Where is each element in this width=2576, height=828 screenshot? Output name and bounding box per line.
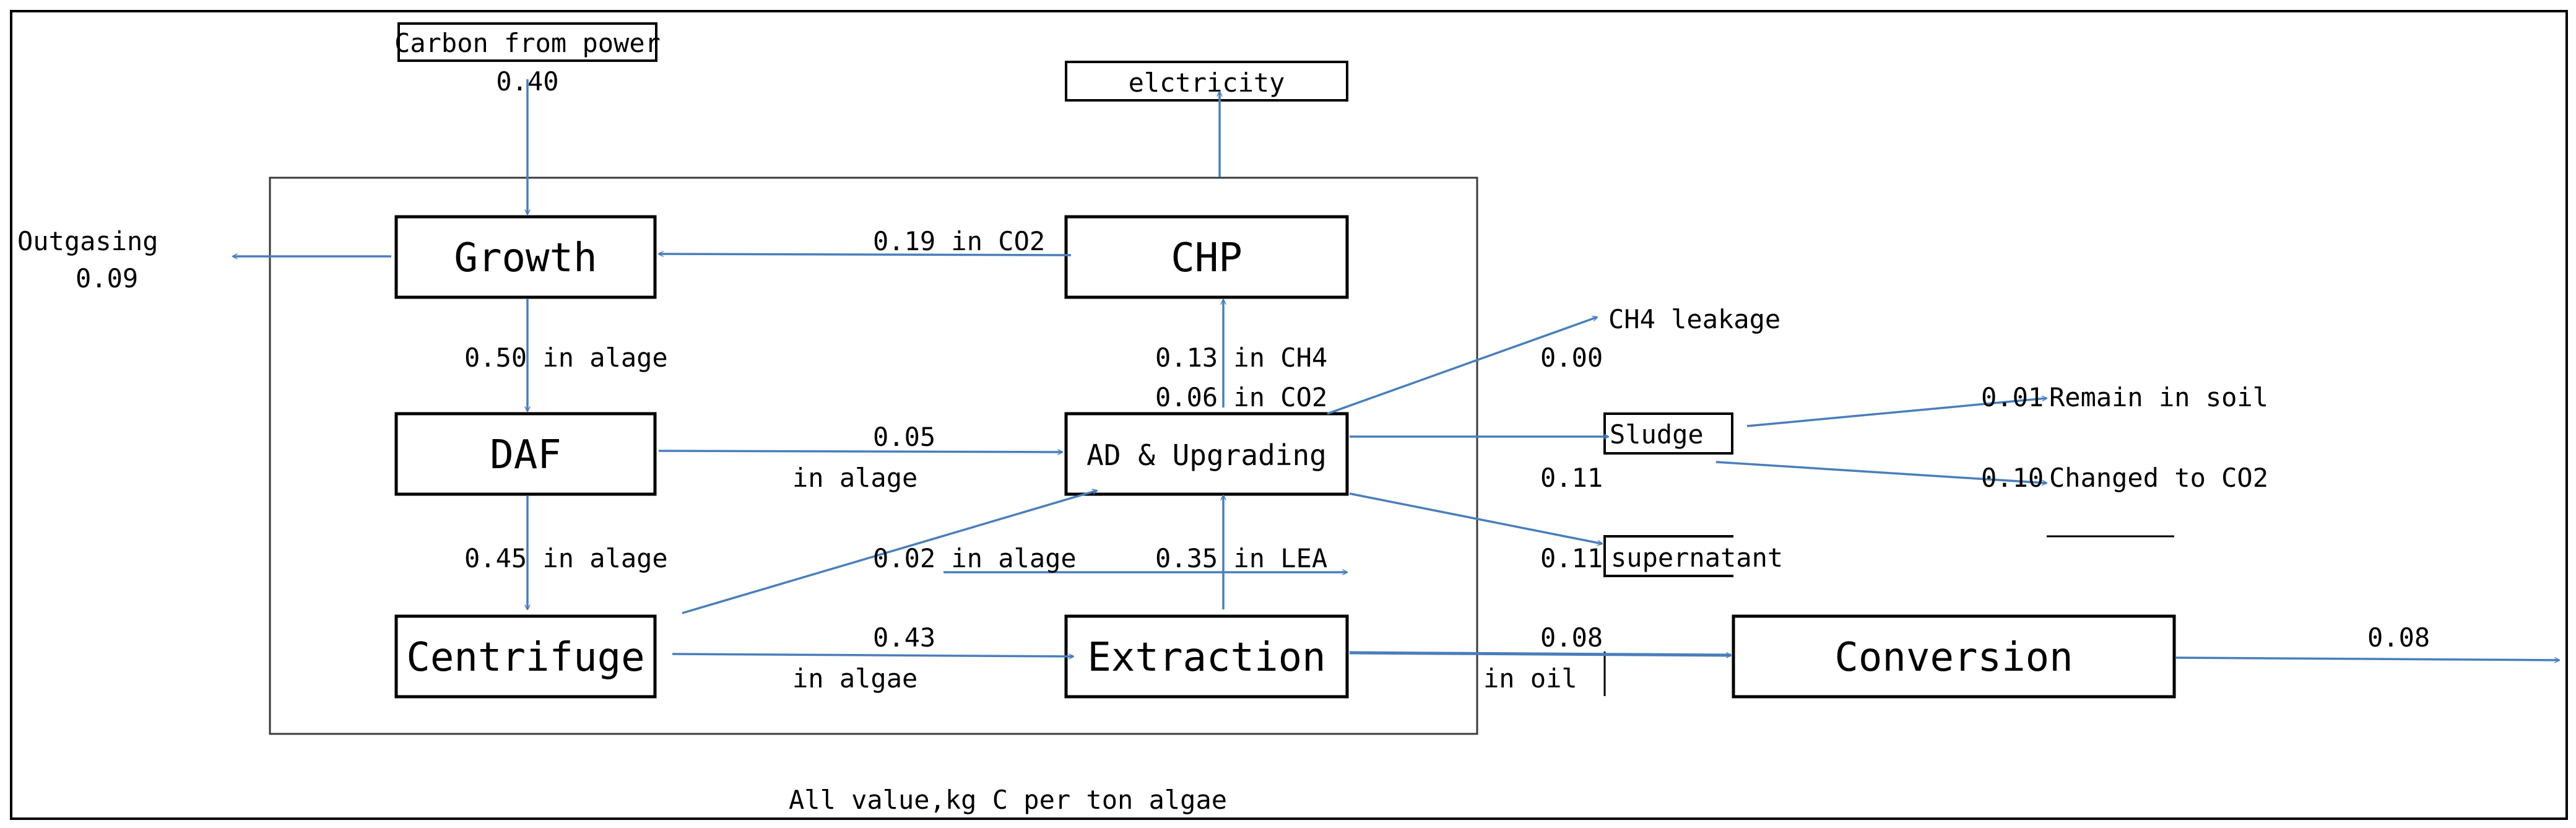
outgasing-value-label: 0.09 [76, 263, 138, 294]
daf-box: DAF [394, 412, 657, 496]
supernatant-box: supernatant [1603, 535, 1783, 577]
carbon-from-power-label: Carbon from power [394, 28, 661, 58]
carbon-value-label: 0.40 [496, 66, 558, 97]
sludge-label: Sludge [1610, 419, 1704, 450]
remain-in-soil-value-label: 0.01 [1981, 382, 2044, 412]
extraction-label: Extraction [1087, 635, 1325, 681]
extraction-to-ad-label: 0.35 in LEA [1155, 543, 1327, 573]
arrow-extraction-to-conversion [1349, 651, 1731, 655]
extraction-to-conversion-unit-label: in oil [1483, 663, 1577, 694]
electricity-label: elctricity [1129, 68, 1285, 98]
arrow-centrifuge-to-extraction [672, 653, 1073, 656]
ch4-leakage-value-label: 0.00 [1540, 342, 1603, 373]
arrow-sludge-to-co2 [1715, 461, 2047, 483]
centrifuge-box: Centrifuge [394, 614, 657, 699]
growth-box: Growth [394, 215, 657, 299]
ch4-leakage-label: CH4 leakage [1608, 304, 1780, 334]
conversion-box: Conversion [1732, 614, 2176, 699]
footer-note: All value,kg C per ton algae [789, 785, 1227, 815]
centrifuge-to-extraction-unit-label: in algae [792, 663, 917, 694]
daf-to-ad-value-label: 0.05 [873, 422, 935, 452]
sludge-value-label: 0.11 [1540, 463, 1603, 493]
conversion-label: Conversion [1834, 635, 2073, 681]
arrow-daf-to-ad [658, 451, 1062, 452]
outgasing-label: Outgasing [17, 226, 158, 256]
ad-to-chp-co2-label: 0.06 in CO2 [1155, 382, 1327, 412]
ad-to-chp-ch4-label: 0.13 in CH4 [1155, 342, 1327, 373]
carbon-from-power-box: Carbon from power [394, 22, 661, 62]
chp-label: CHP [1171, 235, 1242, 281]
arrow-chp-to-growth [659, 254, 1072, 255]
sludge-box: Sludge [1603, 412, 1733, 455]
arrow-centrifuge-to-ad [682, 490, 1097, 614]
ad-upgrading-box: AD & Upgrading [1064, 412, 1349, 496]
conversion-out-value-label: 0.08 [2367, 622, 2430, 653]
changed-to-co2-value-label: 0.10 [1981, 463, 2044, 493]
changed-to-co2-label: Changed to CO2 [2049, 463, 2268, 493]
supernatant-label: supernatant [1611, 543, 1783, 573]
system-boundary [269, 176, 1478, 735]
growth-to-daf-label: 0.50 in alage [464, 342, 668, 373]
remain-in-soil-label: Remain in soil [2049, 382, 2268, 412]
centrifuge-to-extraction-value-label: 0.43 [873, 622, 935, 653]
centrifuge-to-ad-label: 0.02 in alage [873, 543, 1077, 573]
growth-label: Growth [454, 235, 597, 281]
arrow-ad-to-supernatant [1349, 492, 1602, 544]
daf-label: DAF [490, 432, 562, 478]
chp-box: CHP [1064, 215, 1349, 299]
arrow-sludge-to-soil [1746, 398, 2047, 427]
arrow-ad-to-ch4-leakage [1327, 317, 1597, 415]
electricity-box: elctricity [1065, 61, 1348, 102]
supernatant-value-label: 0.11 [1540, 543, 1603, 573]
chp-to-growth-label: 0.19 in CO2 [873, 226, 1045, 256]
centrifuge-label: Centrifuge [406, 635, 644, 681]
outer-frame [10, 10, 2568, 820]
extraction-to-conversion-value-label: 0.08 [1540, 622, 1603, 653]
daf-to-ad-unit-label: in alage [792, 463, 917, 493]
ad-upgrading-label: AD & Upgrading [1086, 438, 1327, 472]
arrow-conversion-out [2175, 656, 2559, 660]
extraction-box: Extraction [1064, 614, 1349, 699]
daf-to-centrifuge-label: 0.45 in alage [464, 543, 668, 573]
